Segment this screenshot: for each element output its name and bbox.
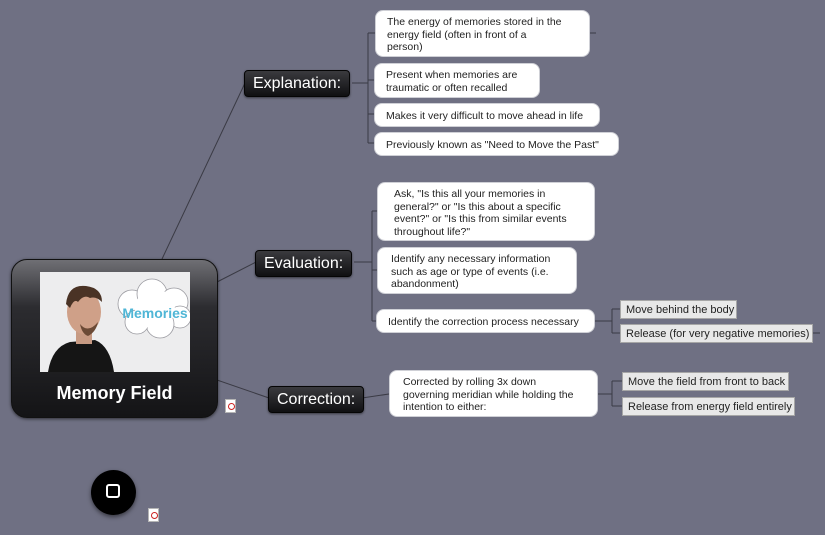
note-line: throughout life?" — [394, 225, 471, 238]
note-line: governing meridian while holding the — [403, 388, 574, 401]
evaluation-note-1[interactable]: Ask, "Is this all your memories in gener… — [377, 182, 595, 241]
evaluation-leaf-release[interactable]: Release (for very negative memories) — [620, 324, 813, 343]
note-line: Ask, "Is this all your memories in — [394, 188, 546, 200]
evaluation-note-2[interactable]: Identify any necessary information such … — [377, 247, 577, 294]
central-topic-node[interactable]: Memories Memory Field — [11, 259, 218, 418]
note-line: Identify any necessary information — [391, 253, 551, 265]
note-line: intention to either: — [403, 401, 487, 413]
explanation-note-4[interactable]: Previously known as "Need to Move the Pa… — [374, 132, 619, 156]
note-line: energy field (often in front of a — [387, 28, 527, 41]
note-line: general?" or "Is this about a specific — [394, 200, 561, 213]
explanation-note-3[interactable]: Makes it very difficult to move ahead in… — [374, 103, 600, 127]
correction-note-1[interactable]: Corrected by rolling 3x down governing m… — [389, 370, 598, 417]
note-line: traumatic or often recalled — [386, 81, 508, 94]
note-line: Present when memories are — [386, 69, 518, 81]
note-line: event?" or "Is this from similar events — [394, 213, 567, 225]
note-line: The energy of memories stored in the — [387, 16, 562, 28]
explanation-note-2[interactable]: Present when memories are traumatic or o… — [374, 63, 540, 98]
note-line: such as age or type of events (i.e. — [391, 265, 549, 278]
cloud-text: Memories — [122, 305, 188, 321]
stop-icon — [106, 484, 120, 498]
note-line: Identify the correction process necessar… — [388, 316, 579, 328]
note-line: Corrected by rolling 3x down — [403, 376, 537, 388]
stop-button[interactable] — [91, 470, 136, 515]
man-portrait-image — [40, 272, 190, 372]
attachment-icon[interactable] — [225, 399, 236, 413]
note-line: abandonment) — [391, 278, 459, 290]
evaluation-leaf-move-behind[interactable]: Move behind the body — [620, 300, 737, 319]
correction-leaf-move-field[interactable]: Move the field from front to back — [622, 372, 789, 391]
evaluation-note-3[interactable]: Identify the correction process necessar… — [376, 309, 595, 333]
note-line: Makes it very difficult to move ahead in… — [386, 110, 584, 122]
central-topic-title: Memory Field — [56, 383, 173, 403]
thought-cloud — [117, 278, 190, 339]
memory-photo: Memories — [40, 272, 190, 372]
branch-explanation[interactable]: Explanation: — [244, 70, 351, 97]
correction-leaf-release-field[interactable]: Release from energy field entirely — [622, 397, 795, 416]
branch-correction[interactable]: Correction: — [268, 386, 365, 413]
branch-evaluation[interactable]: Evaluation: — [255, 250, 353, 277]
attachment-icon[interactable] — [148, 508, 159, 522]
note-line: person) — [387, 41, 423, 53]
note-line: Previously known as "Need to Move the Pa… — [386, 139, 599, 151]
explanation-note-1[interactable]: The energy of memories stored in the ene… — [375, 10, 590, 57]
